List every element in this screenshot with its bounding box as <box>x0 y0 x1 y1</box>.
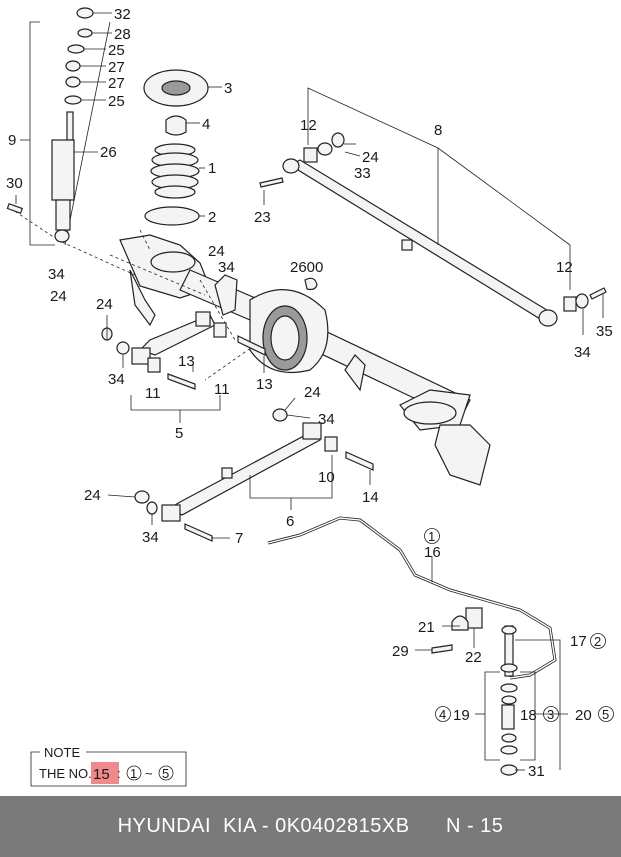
callout-24-lower-left: 24 <box>84 487 101 504</box>
callout-24-lower-mid: 24 <box>304 384 321 401</box>
callout-24-mid: 24 <box>208 243 225 260</box>
callout-34-arm: 34 <box>108 371 125 388</box>
svg-text:5: 5 <box>162 766 169 781</box>
callout-34-right: 34 <box>574 344 591 361</box>
callout-10: 10 <box>318 469 335 486</box>
parts-diagram: 32 28 25 27 27 25 3 4 9 26 1 30 2 12 8 2… <box>6 6 614 787</box>
callout-27-upper: 27 <box>108 59 125 76</box>
callout-8: 8 <box>434 122 442 139</box>
axle-housing <box>109 229 491 486</box>
callout-32: 32 <box>114 6 131 23</box>
svg-text:1: 1 <box>130 766 137 781</box>
callout-34-left: 34 <box>48 266 65 283</box>
callout-14: 14 <box>362 489 379 506</box>
circled-marker-5: 5 <box>598 706 614 722</box>
callout-21: 21 <box>418 619 435 636</box>
shock-absorber <box>6 111 136 276</box>
circled-marker-2: 2 <box>590 633 606 649</box>
callout-31: 31 <box>528 763 545 780</box>
callout-labels: 32 28 25 27 27 25 3 4 9 26 1 30 2 12 8 2… <box>6 6 613 780</box>
lateral-rod <box>259 87 607 335</box>
callout-11-left: 11 <box>145 385 161 402</box>
svg-text:5: 5 <box>602 707 609 722</box>
callout-24-arm: 24 <box>96 296 113 313</box>
stabilizer-link <box>475 625 568 776</box>
circled-markers: 1 2 4 3 5 <box>424 528 614 722</box>
footer-part-number: HYUNDAI KIA - 0K0402815XB <box>117 815 410 837</box>
callout-24-left: 24 <box>50 288 67 305</box>
callout-2600: 2600 <box>290 259 323 276</box>
lower-control-arm <box>107 397 374 542</box>
callout-25-lower: 25 <box>108 93 125 110</box>
note-box: NOTE THE NO. 15 : 1 ~ 5 <box>30 745 187 787</box>
note-number: 15 <box>93 766 110 783</box>
callout-19: 19 <box>453 707 470 724</box>
callout-27-lower: 27 <box>108 75 125 92</box>
note-prefix: THE NO. <box>39 766 92 781</box>
callout-13-left: 13 <box>178 353 195 370</box>
note-range-to: 5 <box>158 765 174 781</box>
callout-34-lower-left: 34 <box>142 529 159 546</box>
callout-20: 20 <box>575 707 592 724</box>
callout-5: 5 <box>175 425 183 442</box>
callout-34-mid: 34 <box>218 259 235 276</box>
svg-text:2: 2 <box>594 634 601 649</box>
callout-11-right: 11 <box>214 381 230 398</box>
callout-12-upper: 12 <box>300 117 317 134</box>
callout-23: 23 <box>254 209 271 226</box>
svg-text:1: 1 <box>428 529 435 544</box>
callout-28: 28 <box>114 26 131 43</box>
callout-33: 33 <box>354 165 371 182</box>
note-tilde: ~ <box>145 766 153 781</box>
stabilizer-bar <box>267 516 557 680</box>
callout-30: 30 <box>6 175 23 192</box>
callout-4: 4 <box>202 116 210 133</box>
note-colon: : <box>117 766 121 781</box>
callout-34-lower-mid: 34 <box>318 411 335 428</box>
callout-13-right: 13 <box>256 376 273 393</box>
callout-16: 16 <box>424 544 441 561</box>
callout-7: 7 <box>235 530 243 547</box>
spring-assembly <box>143 69 222 226</box>
note-range-from: 1 <box>126 765 142 781</box>
footer-page-number: N - 15 <box>445 815 504 837</box>
callout-12-lower: 12 <box>556 259 573 276</box>
svg-text:3: 3 <box>547 707 554 722</box>
callout-26: 26 <box>100 144 117 161</box>
callout-17: 17 <box>570 633 587 650</box>
callout-2: 2 <box>208 209 216 226</box>
footer-bar: HYUNDAI KIA - 0K0402815XB N - 15 <box>0 796 621 857</box>
circled-marker-4: 4 <box>435 706 451 722</box>
upper-control-arm <box>101 311 266 423</box>
callout-9: 9 <box>8 132 16 149</box>
note-title: NOTE <box>44 745 80 760</box>
note-number-highlight <box>91 762 119 784</box>
callout-6: 6 <box>286 513 294 530</box>
circled-marker-3: 3 <box>543 706 559 722</box>
callout-18: 18 <box>520 707 537 724</box>
svg-text:4: 4 <box>439 707 446 722</box>
callout-1: 1 <box>208 160 216 177</box>
callout-25-upper: 25 <box>108 42 125 59</box>
footer-spacer <box>410 815 446 838</box>
circled-marker-1: 1 <box>424 528 440 544</box>
callout-22: 22 <box>465 649 482 666</box>
callout-35: 35 <box>596 323 613 340</box>
callout-29: 29 <box>392 643 409 660</box>
shock-hardware-stack <box>20 7 112 246</box>
callout-3: 3 <box>224 80 232 97</box>
callout-24-top: 24 <box>362 149 379 166</box>
